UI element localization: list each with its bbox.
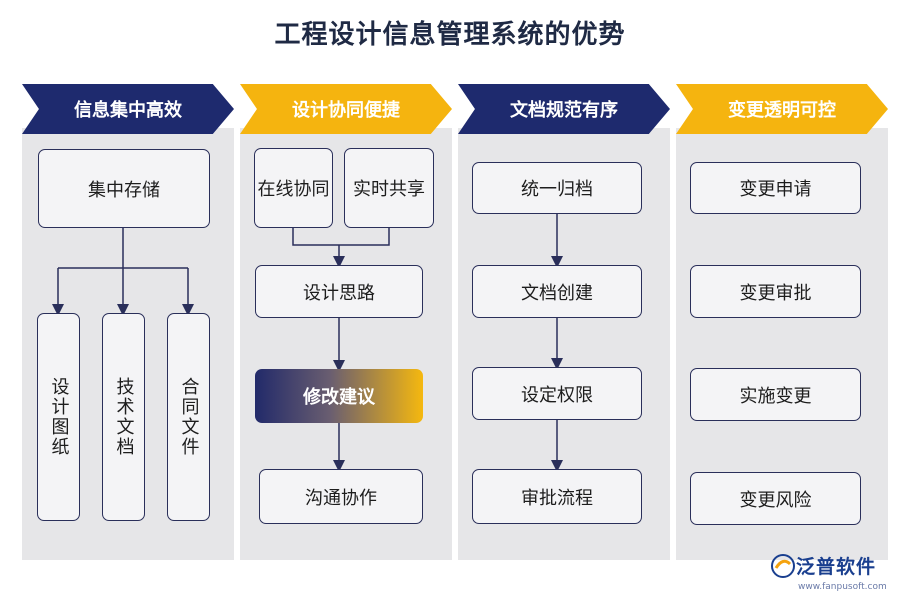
column-heading-1: 信息集中高效 bbox=[22, 84, 234, 134]
node-realtime-sharing: 实时共享 bbox=[344, 148, 434, 228]
node-communication: 沟通协作 bbox=[259, 469, 423, 524]
node-change-risk: 变更风险 bbox=[690, 472, 861, 525]
node-revision-suggestions: 修改建议 bbox=[255, 369, 423, 423]
node-technical-documents: 技术文档 bbox=[102, 313, 145, 521]
node-unified-archiving: 统一归档 bbox=[472, 162, 642, 214]
node-contract-files: 合同文件 bbox=[167, 313, 210, 521]
logo-url: www.fanpusoft.com bbox=[798, 582, 887, 592]
node-design-thinking: 设计思路 bbox=[255, 265, 423, 318]
logo-name: 泛普软件 bbox=[796, 556, 877, 578]
node-online-collaboration: 在线协同 bbox=[254, 148, 333, 228]
column-heading-3: 文档规范有序 bbox=[458, 84, 670, 134]
node-approval-process: 审批流程 bbox=[472, 469, 642, 524]
page-title: 工程设计信息管理系统的优势 bbox=[274, 20, 626, 50]
node-document-creation: 文档创建 bbox=[472, 265, 642, 318]
node-change-request: 变更申请 bbox=[690, 162, 861, 214]
node-implement-change: 实施变更 bbox=[690, 368, 861, 421]
node-centralized-storage: 集中存储 bbox=[38, 149, 210, 228]
column-heading-2: 设计协同便捷 bbox=[240, 84, 452, 134]
node-design-drawings: 设计图纸 bbox=[37, 313, 80, 521]
logo-icon bbox=[771, 553, 795, 578]
brand-logo: 泛普软件 bbox=[770, 552, 876, 579]
node-set-permissions: 设定权限 bbox=[472, 367, 642, 420]
column-heading-4: 变更透明可控 bbox=[676, 84, 888, 134]
node-change-approval: 变更审批 bbox=[690, 265, 861, 318]
